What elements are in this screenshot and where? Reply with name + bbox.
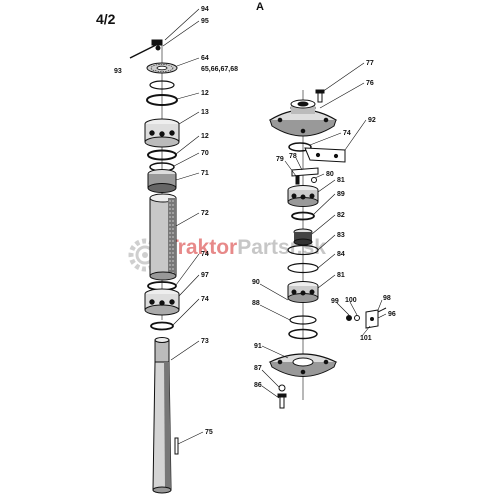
part-ring xyxy=(147,149,177,161)
callout-84: 84 xyxy=(337,251,345,258)
callout-80: 80 xyxy=(326,171,334,178)
callout-75: 75 xyxy=(205,429,213,436)
watermark: TraktorPartsr.sk xyxy=(128,236,326,272)
callout-93: 93 xyxy=(114,68,122,75)
part-plate xyxy=(304,147,346,163)
callout-90: 90 xyxy=(252,279,260,286)
part-ring xyxy=(146,94,178,106)
part-screw-small xyxy=(129,39,163,59)
callout-96: 96 xyxy=(388,311,396,318)
callout-83: 83 xyxy=(337,232,345,239)
callout-101: 101 xyxy=(360,335,372,342)
callout-89: 89 xyxy=(337,191,345,198)
callout-92: 92 xyxy=(368,117,376,124)
callout-100: 100 xyxy=(345,297,357,304)
callout-87: 87 xyxy=(254,365,262,372)
callout-86: 86 xyxy=(254,382,262,389)
callout-81: 81 xyxy=(337,177,345,184)
part-small-bracket xyxy=(365,307,387,329)
callout-81b: 81 xyxy=(337,272,345,279)
callout-91: 91 xyxy=(254,343,262,350)
callout-74: 74 xyxy=(201,251,209,258)
part-bearing-upper xyxy=(144,118,180,148)
part-bearing-roller xyxy=(147,169,177,193)
callout-13: 13 xyxy=(201,109,209,116)
part-ring xyxy=(150,321,174,331)
watermark-brand-red: Traktor xyxy=(166,236,237,259)
callout-82: 82 xyxy=(337,212,345,219)
part-bearing-hub-upper xyxy=(287,185,319,207)
part-ring xyxy=(288,328,318,340)
right-hub-assembly xyxy=(268,89,387,409)
callout-94: 94 xyxy=(201,6,209,13)
watermark-brand: TraktorPartsr.sk xyxy=(166,236,326,259)
part-main-shaft xyxy=(152,337,172,494)
part-ring xyxy=(291,211,315,221)
part-washer-small xyxy=(354,315,360,321)
callout-77: 77 xyxy=(366,60,374,67)
callout-71: 71 xyxy=(201,170,209,177)
callout-12b: 12 xyxy=(201,133,209,140)
part-ring xyxy=(149,80,175,90)
part-key-pin xyxy=(174,437,179,455)
callout-64: 64 xyxy=(201,55,209,62)
part-washer xyxy=(278,384,286,392)
leader-lines xyxy=(162,8,387,445)
part-base-flange xyxy=(268,353,338,377)
callout-97: 97 xyxy=(201,272,209,279)
callout-88: 88 xyxy=(252,300,260,307)
part-screw-top xyxy=(315,89,325,103)
part-bracket xyxy=(291,167,319,185)
part-ring xyxy=(288,142,312,152)
callout-65-68: 65,66,67,68 xyxy=(201,66,238,73)
section-letter: A xyxy=(256,1,264,13)
callout-76: 76 xyxy=(366,80,374,87)
part-flange-housing xyxy=(268,99,338,137)
part-sleeve xyxy=(293,228,313,246)
callout-99: 99 xyxy=(331,298,339,305)
part-nut xyxy=(346,315,352,321)
callout-labels: 94 95 93 64 65,66,67,68 12 13 12 70 71 7… xyxy=(114,6,396,436)
part-splined-tube xyxy=(149,193,177,281)
callout-98: 98 xyxy=(383,295,391,302)
callout-79: 79 xyxy=(276,156,284,163)
page-number: 4/2 xyxy=(96,11,116,27)
part-bearing-lower xyxy=(144,288,180,316)
callout-72: 72 xyxy=(201,210,209,217)
callout-12: 12 xyxy=(201,90,209,97)
callout-74b: 74 xyxy=(201,296,209,303)
callout-95: 95 xyxy=(201,18,209,25)
left-shaft-assembly xyxy=(129,39,180,494)
callout-78: 78 xyxy=(289,153,297,160)
callout-70: 70 xyxy=(201,150,209,157)
part-bearing-hub-lower xyxy=(287,281,319,303)
callout-74c: 74 xyxy=(343,130,351,137)
part-spline-gear xyxy=(146,62,178,74)
callout-73: 73 xyxy=(201,338,209,345)
part-bolt xyxy=(277,393,287,409)
watermark-brand-grey: Parts xyxy=(237,236,290,259)
